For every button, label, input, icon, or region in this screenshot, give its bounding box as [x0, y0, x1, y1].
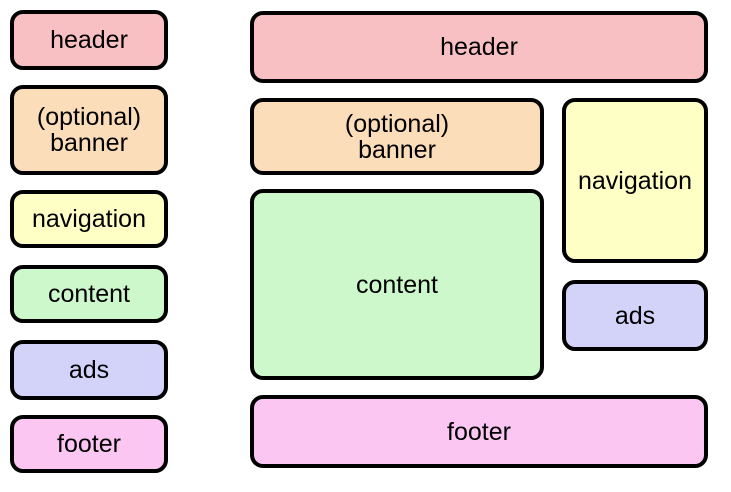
narrow-content-label: content — [47, 280, 130, 308]
narrow-navigation-label: navigation — [32, 205, 146, 233]
narrow-header-box: header — [10, 10, 168, 70]
wide-header-box: header — [250, 11, 708, 83]
wide-ads-label: ads — [614, 301, 656, 330]
narrow-navigation-box: navigation — [10, 190, 168, 248]
wide-footer-label: footer — [447, 417, 511, 446]
narrow-banner-box: (optional) banner — [10, 85, 168, 175]
wide-navigation-label: navigation — [578, 166, 692, 195]
wide-footer-box: footer — [250, 395, 708, 468]
wide-navigation-box: navigation — [562, 98, 708, 263]
wide-banner-box: (optional) banner — [250, 98, 544, 175]
narrow-header-label: header — [50, 26, 128, 54]
narrow-footer-label: footer — [57, 430, 121, 458]
wide-header-label: header — [440, 33, 518, 61]
narrow-content-box: content — [10, 265, 168, 323]
wide-content-box: content — [250, 189, 544, 380]
wide-banner-label: (optional) banner — [344, 109, 450, 164]
wide-content-label: content — [355, 270, 438, 299]
wide-ads-box: ads — [562, 280, 708, 351]
narrow-ads-label: ads — [68, 356, 110, 384]
narrow-ads-box: ads — [10, 340, 168, 400]
narrow-banner-label: (optional) banner — [36, 103, 142, 157]
narrow-footer-box: footer — [10, 415, 168, 473]
